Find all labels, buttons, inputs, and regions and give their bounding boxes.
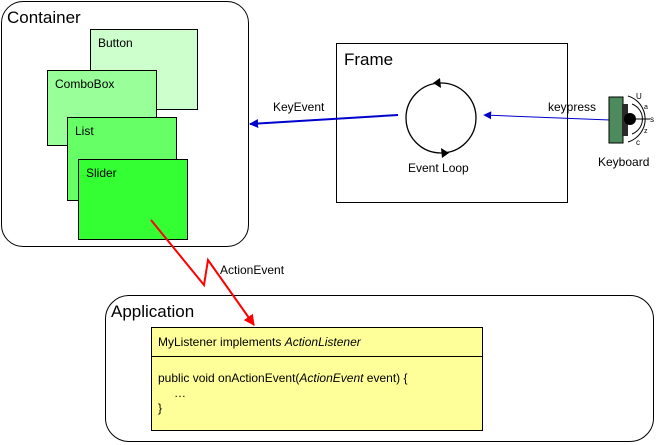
- list-widget-label: List: [75, 124, 94, 138]
- key-event-arrow: [249, 114, 399, 129]
- frame-title: Frame: [344, 50, 394, 69]
- event-loop-icon: [405, 78, 477, 158]
- method-prefix: public void onActionEvent(: [158, 371, 300, 385]
- keyboard-icon: U a s z c: [608, 92, 654, 147]
- keypress-label: keypress: [548, 100, 597, 114]
- listener-header: MyListener implements ActionListener: [158, 335, 361, 349]
- listener-header-divider: [152, 356, 482, 357]
- key-event-label: KeyEvent: [273, 100, 325, 114]
- svg-text:z: z: [644, 128, 648, 135]
- keyboard-label: Keyboard: [598, 155, 650, 169]
- slider-widget: Slider: [78, 159, 188, 240]
- event-loop-label: Event Loop: [408, 161, 469, 175]
- action-event-arrow: [150, 219, 255, 326]
- application-title: Application: [111, 302, 195, 321]
- method-signature: public void onActionEvent(ActionEvent ev…: [158, 371, 408, 385]
- svg-text:a: a: [644, 104, 648, 111]
- svg-text:c: c: [636, 138, 640, 147]
- container-title: Container: [7, 8, 81, 27]
- method-close: }: [158, 401, 163, 415]
- svg-text:U: U: [636, 92, 642, 101]
- listener-header-prefix: MyListener implements: [158, 335, 285, 349]
- action-event-label: ActionEvent: [220, 263, 285, 277]
- method-body: …: [174, 386, 186, 400]
- slider-widget-label: Slider: [86, 166, 117, 180]
- listener-header-interface: ActionListener: [284, 335, 361, 349]
- combobox-widget-label: ComboBox: [55, 77, 115, 91]
- button-widget-label: Button: [98, 36, 133, 50]
- frame-box: [336, 43, 568, 203]
- svg-text:s: s: [650, 115, 654, 124]
- method-param-type: ActionEvent: [299, 371, 364, 385]
- listener-class-box: [151, 327, 483, 431]
- keypress-arrow: [483, 111, 611, 121]
- method-suffix: event) {: [363, 371, 408, 385]
